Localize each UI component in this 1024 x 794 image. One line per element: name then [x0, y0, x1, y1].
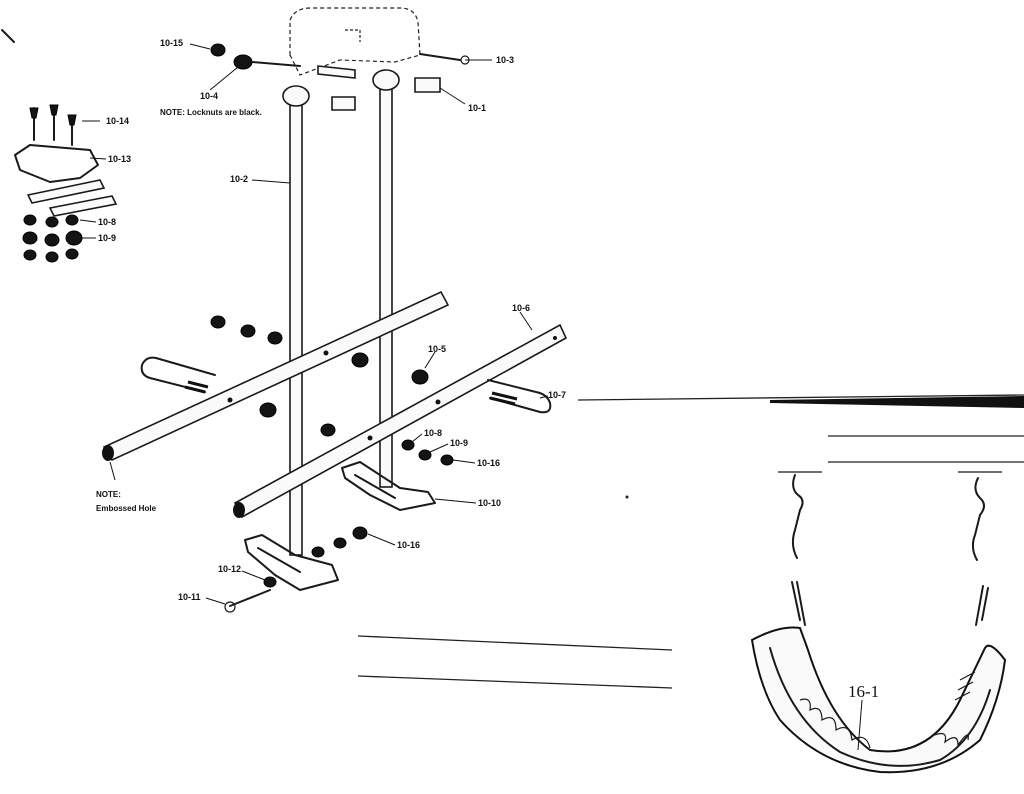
upright-pipe-left [282, 85, 310, 556]
bolt-10-11-head [224, 601, 236, 613]
u-bolt-left [140, 356, 216, 393]
nut-group [210, 315, 454, 588]
swing-seat-assembly [750, 471, 1007, 774]
label-10-2: 10-2 [230, 174, 248, 184]
rule-5 [357, 675, 673, 689]
top-bracket-outline [289, 7, 421, 76]
cross-tube-back [102, 290, 450, 462]
label-10-13: 10-13 [108, 154, 131, 164]
u-bolt-thread-right [489, 391, 518, 406]
label-10-6: 10-6 [512, 303, 530, 313]
top-hardware [210, 43, 470, 111]
note-embossed-title: NOTE: [96, 490, 121, 499]
label-10-8: 10-8 [424, 428, 442, 438]
stray-dot [625, 495, 629, 499]
inset-hardware [14, 104, 118, 263]
label-10-14: 10-14 [106, 116, 129, 126]
note-embossed-text: Embossed Hole [96, 504, 157, 513]
foot-bracket-right [341, 461, 436, 511]
u-bolt-right [487, 379, 552, 414]
label-10-1: 10-1 [468, 103, 486, 113]
label-10-4: 10-4 [200, 91, 218, 101]
label-10-11: 10-11 [178, 592, 201, 602]
note-locknuts: NOTE: Locknuts are black. [160, 108, 262, 117]
label-10-16-lower: 10-16 [397, 540, 420, 550]
u-bolt-thread-left [184, 380, 209, 394]
bolt-10-11 [229, 589, 271, 607]
top-bracket-slot [345, 29, 361, 42]
foot-bracket-left [244, 534, 339, 591]
cross-tube-front [233, 323, 568, 519]
label-10-5: 10-5 [428, 344, 446, 354]
rule-4 [357, 635, 673, 651]
label-10-7: 10-7 [548, 390, 566, 400]
corner-mark [1, 29, 15, 43]
label-10-8-inset: 10-8 [98, 217, 116, 227]
label-10-9: 10-9 [450, 438, 468, 448]
label-10-10: 10-10 [478, 498, 501, 508]
rule-1-thick [770, 396, 1024, 408]
label-10-9-inset: 10-9 [98, 233, 116, 243]
upright-pipe-right [372, 69, 400, 488]
leader-lines [79, 43, 549, 605]
label-10-3: 10-3 [496, 55, 514, 65]
label-10-16-upper: 10-16 [477, 458, 500, 468]
label-10-12: 10-12 [218, 564, 241, 574]
rule-1 [577, 394, 1024, 401]
label-16-1: 16-1 [848, 682, 879, 701]
label-10-15: 10-15 [160, 38, 183, 48]
